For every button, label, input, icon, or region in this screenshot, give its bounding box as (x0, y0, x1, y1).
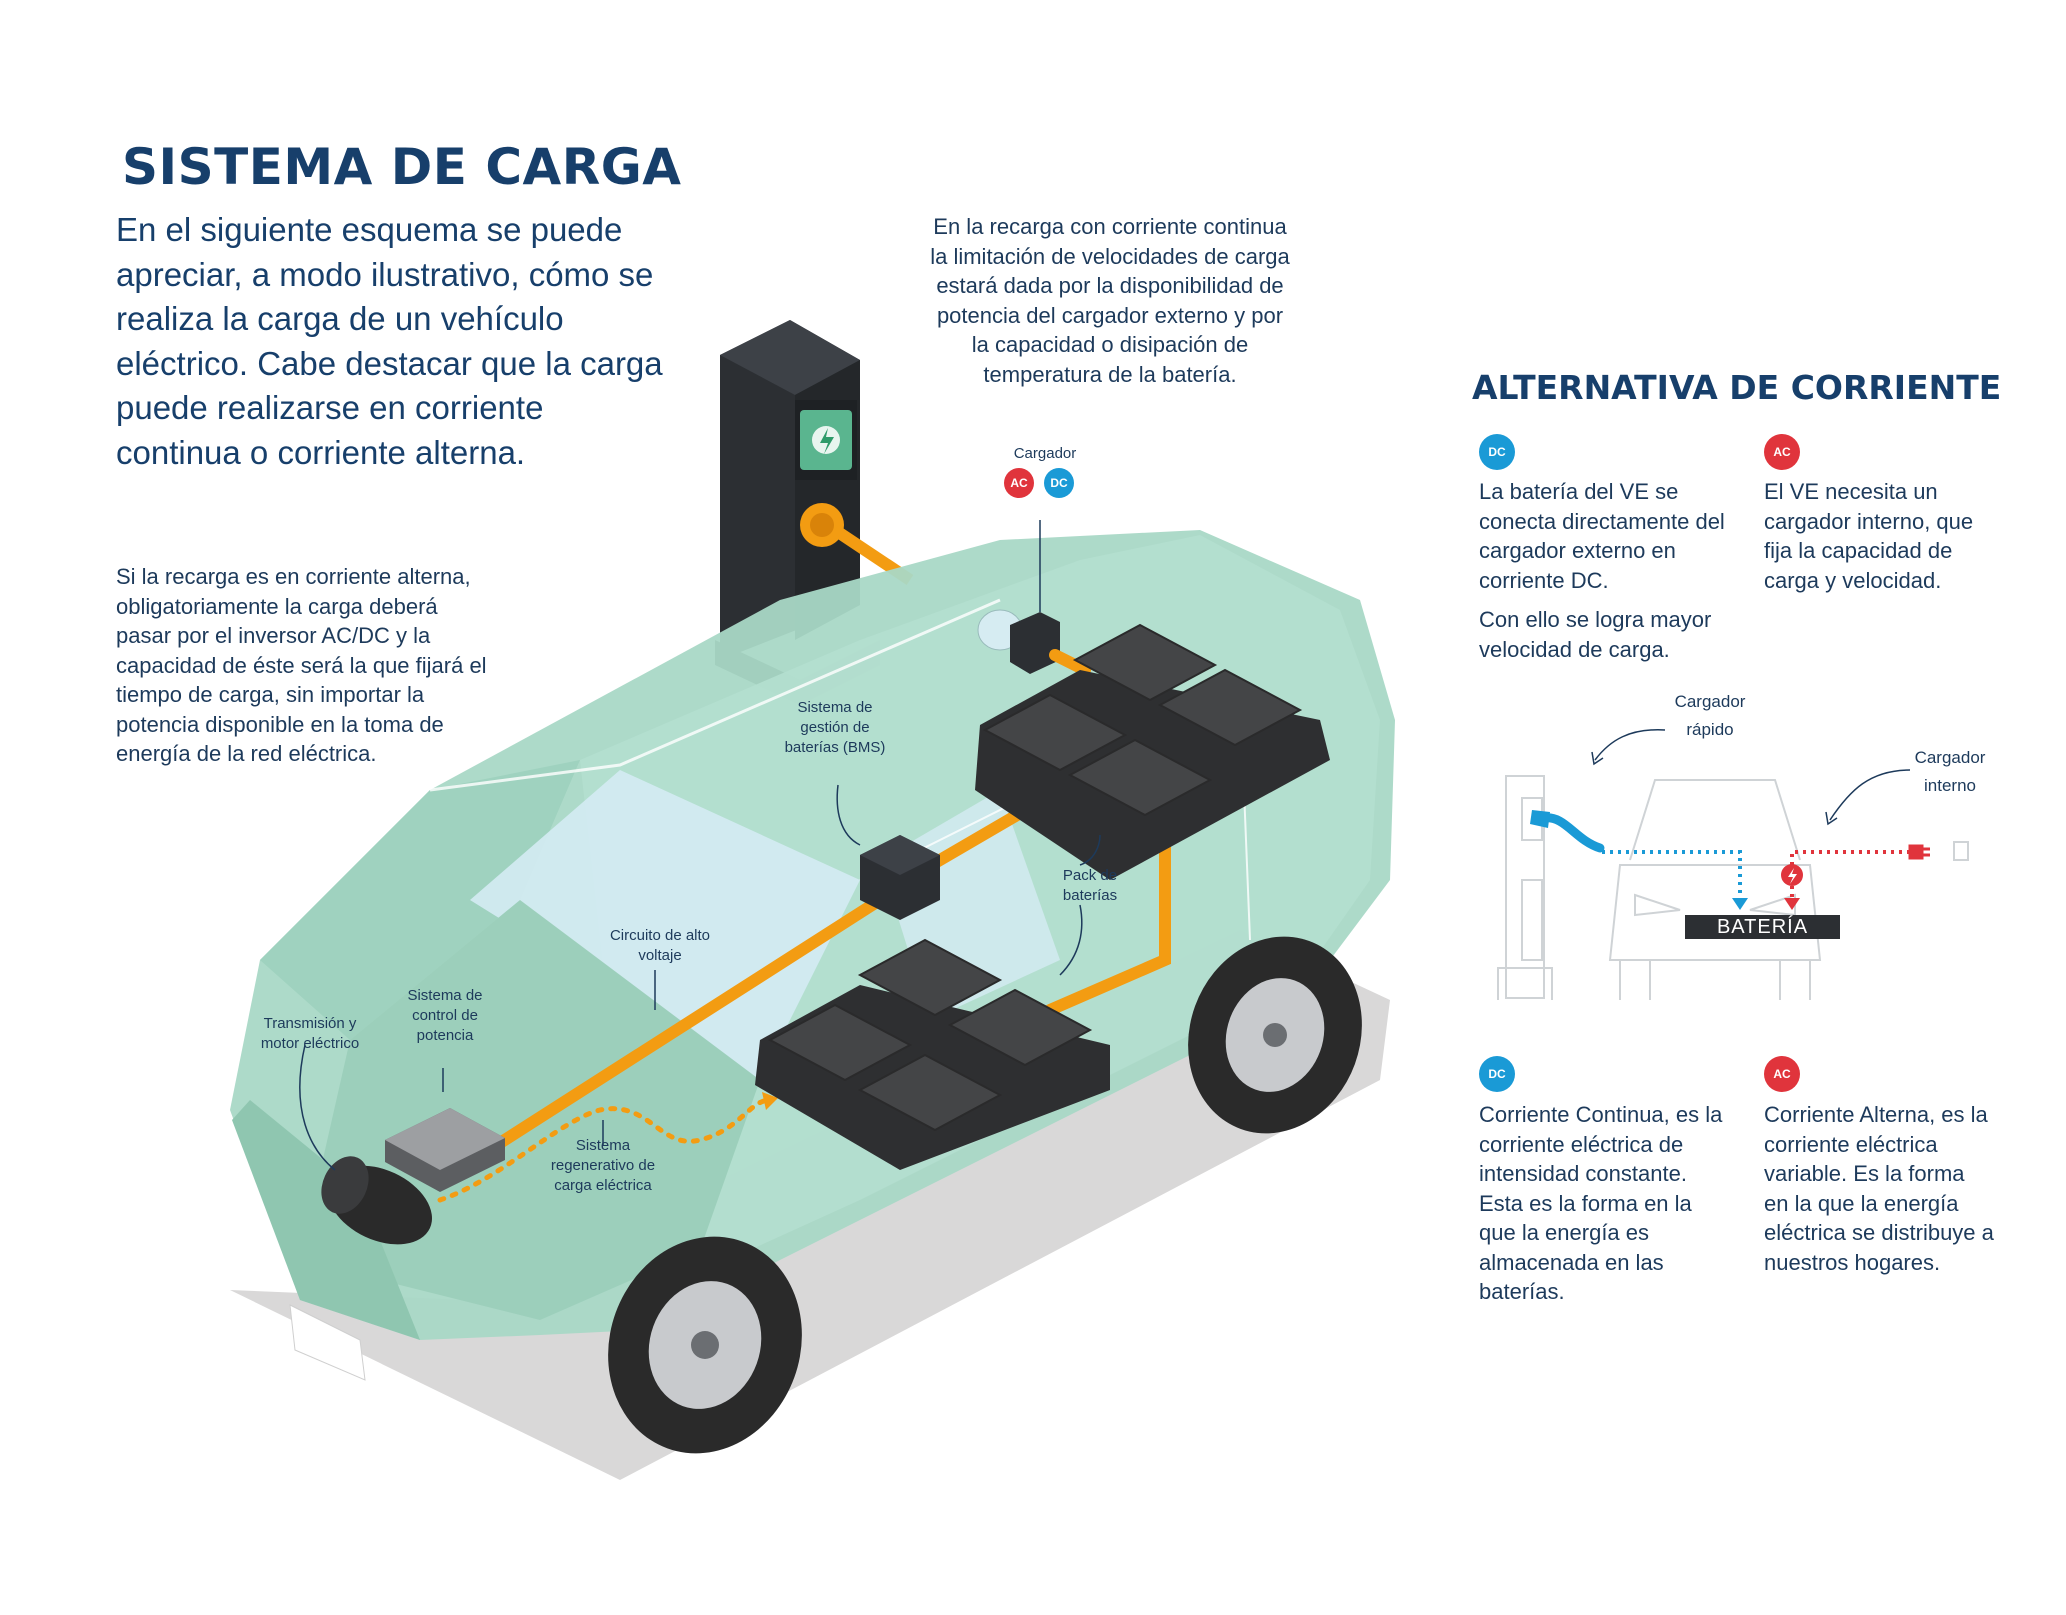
alternativa-title: ALTERNATIVA DE CORRIENTE (1472, 368, 2002, 407)
label-motor: Transmisión y motor eléctrico (260, 1015, 360, 1052)
dc-text-1: La batería del VE se conecta directament… (1479, 479, 1725, 593)
intro-text: En el siguiente esquema se puede aprecia… (116, 211, 663, 471)
label-regen: Sistema regenerativo de carga eléctrica (550, 1137, 656, 1194)
wall-socket-icon (1953, 841, 1969, 861)
regen-dotted-line (437, 1097, 773, 1203)
ac-definition: Corriente Alterna, es la corriente eléct… (1764, 1102, 1994, 1275)
dc-definition: Corriente Continua, es la corriente eléc… (1479, 1102, 1723, 1304)
page-title: SISTEMA DE CARGA (122, 138, 682, 196)
badge-dc-top: DC (1479, 434, 1515, 470)
bms-box (860, 835, 940, 920)
badge-ac-cargador: AC (1004, 468, 1034, 498)
label-bms: Sistema de gestión de baterías (BMS) (784, 699, 886, 756)
badge-ac-top: AC (1764, 434, 1800, 470)
ac-plug-icon (1908, 844, 1930, 860)
power-control-unit (385, 1108, 505, 1192)
electric-motor (321, 1156, 432, 1245)
badge-dc-bottom: DC (1479, 1056, 1515, 1092)
car-front-outline (1608, 779, 1822, 1000)
dc-text-2: Con ello se logra mayor velocidad de car… (1479, 607, 1712, 662)
label-cargador-rapido: Cargador rápido (1674, 692, 1746, 739)
front-wheel (608, 1236, 802, 1454)
label-cargador-interno: Cargador interno (1914, 748, 1986, 795)
ac-explanation: El VE necesita un cargador interno, que … (1764, 479, 1974, 593)
annotation-arrows (299, 520, 1101, 1171)
label-pack: Pack de baterías (1062, 867, 1118, 904)
battery-pack-upper (975, 623, 1330, 880)
label-circuito: Circuito de alto voltaje (609, 927, 711, 964)
dc-cable (1539, 813, 1605, 853)
badge-dc-cargador: DC (1044, 468, 1074, 498)
charging-schematic (1497, 729, 1969, 1000)
fast-charger (1497, 775, 1553, 1000)
bateria-label: BATERÍA (1716, 915, 1809, 938)
rear-wheel (1188, 936, 1362, 1134)
dc-flow-line (1602, 850, 1742, 900)
label-control: Sistema de control de potencia (407, 987, 483, 1044)
dc-note-text: En la recarga con corriente continua la … (930, 214, 1290, 387)
battery-box (1685, 915, 1840, 939)
ac-note-text: Si la recarga es en corriente alterna, o… (116, 564, 487, 766)
badge-ac-bottom: AC (1764, 1056, 1800, 1092)
dc-explanation: La batería del VE se conecta directament… (1479, 477, 1739, 664)
label-cargador: Cargador (1013, 445, 1077, 462)
ac-flow-line (1790, 850, 1910, 900)
charging-port (977, 609, 1060, 674)
battery-pack-lower (755, 938, 1110, 1170)
